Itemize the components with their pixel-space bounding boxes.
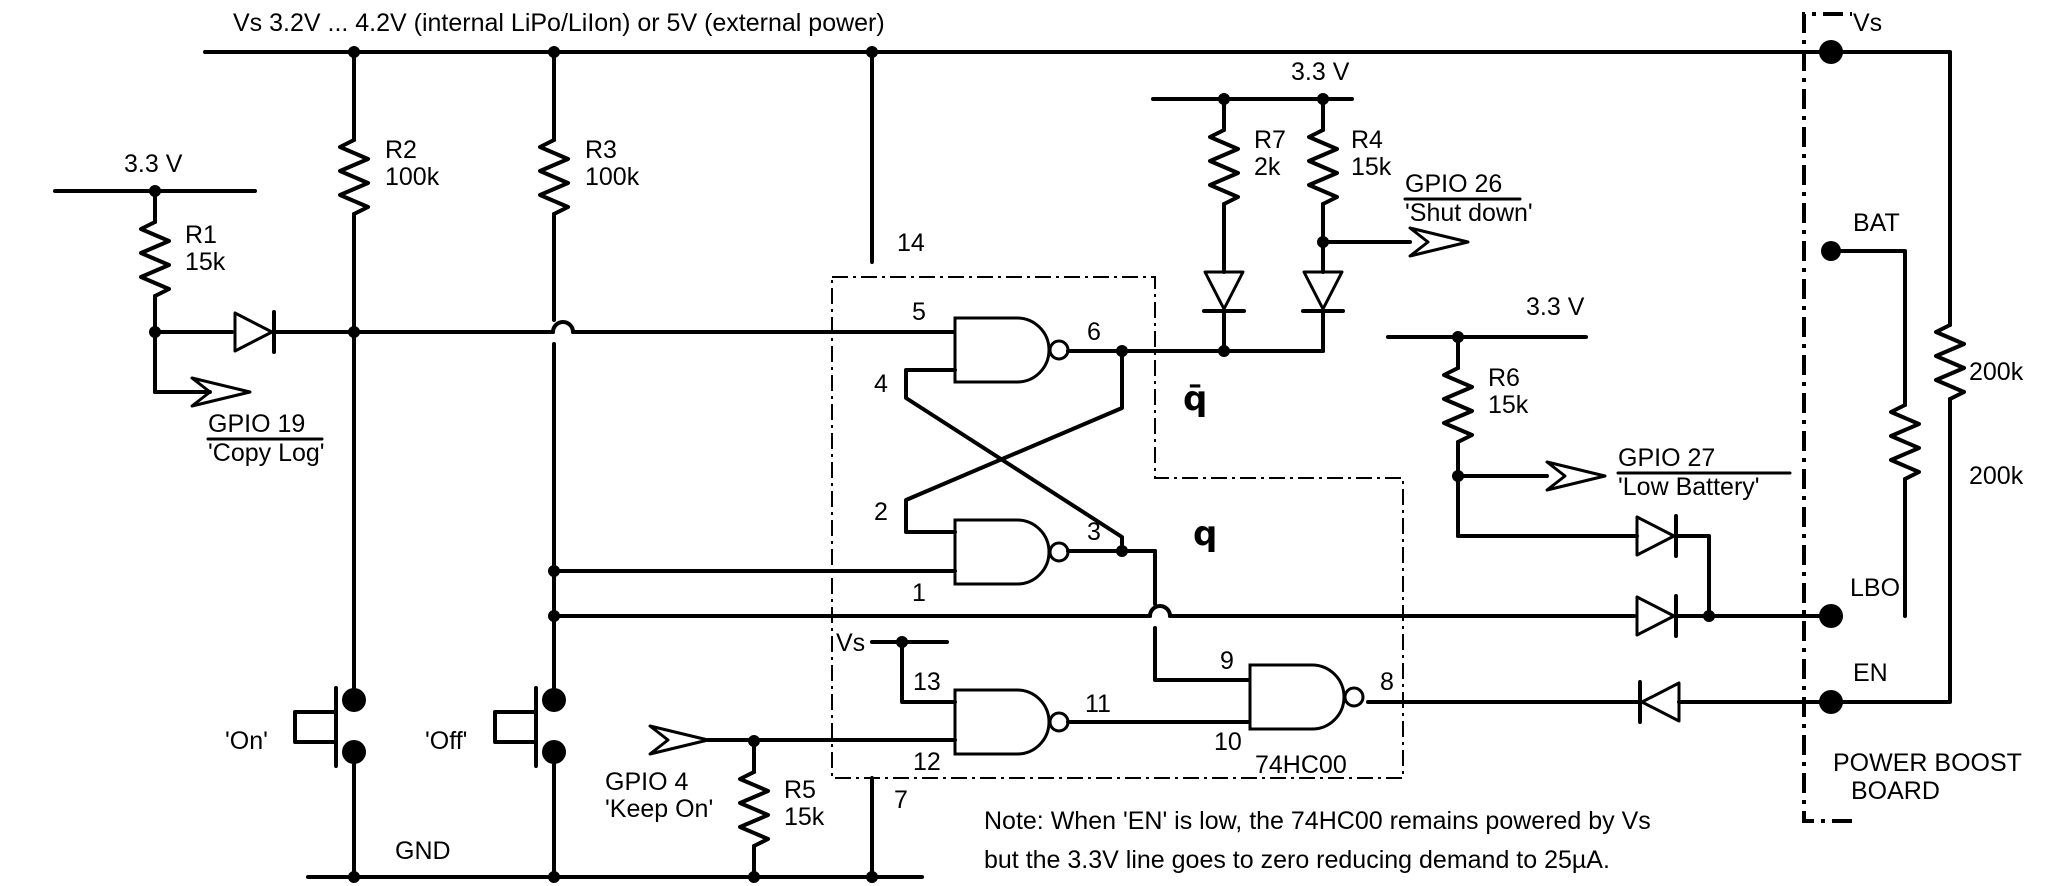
gpio26-desc: 'Shut down': [1405, 199, 1533, 227]
r7-name: R7: [1254, 126, 1286, 154]
diode-en: [1638, 680, 1681, 724]
pin-13: 13: [913, 668, 941, 696]
pin-4: 4: [874, 370, 888, 398]
resistor-r6: [1442, 366, 1474, 444]
vs-chip-label: Vs: [836, 629, 865, 657]
r4-value: 15k: [1351, 153, 1392, 181]
diode-d6: [1635, 514, 1678, 558]
r6-value: 15k: [1488, 391, 1529, 419]
board-pin-vs: [1819, 40, 1843, 64]
gpio27-desc: 'Low Battery': [1618, 473, 1760, 501]
pin-11: 11: [1085, 690, 1111, 718]
gpio27-arrow: [1545, 460, 1607, 492]
gpio4-name: GPIO 4: [605, 768, 688, 796]
board-bat-label: BAT: [1853, 209, 1900, 237]
r7-value: 2k: [1254, 153, 1281, 181]
gpio4-arrow: [648, 724, 710, 756]
r2-value: 100k: [385, 163, 440, 191]
chip-label: 74HC00: [1255, 751, 1347, 779]
resistor-r7: [1208, 128, 1240, 206]
r1-value: 15k: [185, 248, 226, 276]
nand-gate-b: [953, 518, 1070, 586]
rb2-value: 200k: [1969, 462, 2024, 490]
r3-value: 100k: [585, 163, 640, 191]
nand-gate-a: [953, 316, 1070, 384]
pin-7: 7: [894, 786, 908, 814]
board-title-line2: BOARD: [1851, 777, 1940, 805]
chip-outline: [831, 276, 1404, 779]
note-line-1: Note: When 'EN' is low, the 74HC00 remai…: [984, 807, 1651, 835]
resistor-r2: [338, 138, 370, 216]
pin-5: 5: [912, 298, 926, 326]
resistor-r5: [738, 770, 770, 848]
pin-10: 10: [1214, 728, 1242, 756]
v33-label-r6: 3.3 V: [1526, 293, 1585, 321]
resistor-r3: [538, 138, 570, 216]
r6-name: R6: [1488, 364, 1520, 392]
rb1-value: 200k: [1969, 358, 2024, 386]
off-button[interactable]: [493, 686, 566, 768]
board-lbo-label: LBO: [1850, 574, 1900, 602]
gpio27-name: GPIO 27: [1618, 444, 1715, 472]
nand-gate-c: [953, 688, 1070, 756]
board-pin-lbo: [1819, 604, 1843, 628]
gpio19-arrow: [190, 376, 252, 408]
diode-lbo: [1635, 594, 1678, 638]
pin-8: 8: [1380, 668, 1394, 696]
diode-d1: [233, 310, 276, 354]
v33-label-r7: 3.3 V: [1291, 58, 1350, 86]
on-button[interactable]: [293, 686, 366, 768]
pin-2: 2: [874, 498, 888, 526]
diode-d4: [1301, 270, 1345, 313]
resistor-bat-lbo: [1889, 403, 1921, 481]
diode-d7: [1202, 270, 1246, 313]
resistor-r4: [1307, 128, 1339, 206]
resistor-r1: [139, 220, 171, 298]
resistor-vs-en: [1934, 323, 1966, 401]
r4-name: R4: [1351, 126, 1383, 154]
board-title-line1: POWER BOOST: [1833, 749, 2022, 777]
note-line-2: but the 3.3V line goes to zero reducing …: [984, 846, 1610, 874]
q-bar-label: q̄: [1183, 379, 1207, 419]
pin-3: 3: [1087, 518, 1101, 546]
pin-9: 9: [1220, 647, 1234, 675]
gpio26-arrow: [1408, 226, 1470, 258]
power-boost-board-outline: [1802, 12, 1852, 823]
r5-name: R5: [784, 776, 816, 804]
board-pin-en: [1819, 690, 1843, 714]
board-en-label: EN: [1853, 659, 1888, 687]
gnd-label: GND: [395, 837, 451, 865]
r3-name: R3: [585, 136, 617, 164]
supply-label: Vs 3.2V ... 4.2V (internal LiPo/LiIon) o…: [233, 9, 885, 37]
nand-gate-d: [1248, 663, 1365, 731]
off-button-label: 'Off': [425, 727, 467, 755]
pin-14: 14: [897, 229, 925, 257]
pin-1: 1: [912, 579, 926, 607]
r1-name: R1: [185, 221, 217, 249]
r2-name: R2: [385, 136, 417, 164]
gpio26-name: GPIO 26: [1405, 170, 1502, 198]
gpio4-desc: 'Keep On': [605, 795, 713, 823]
pin-12: 12: [913, 748, 941, 776]
gpio19-name: GPIO 19: [208, 410, 305, 438]
on-button-label: 'On': [225, 727, 268, 755]
r5-value: 15k: [784, 803, 825, 831]
gpio19-desc: 'Copy Log': [208, 439, 325, 467]
q-label: q: [1193, 514, 1217, 554]
pin-6: 6: [1087, 318, 1101, 346]
board-vs-label: Vs: [1853, 9, 1882, 37]
v33-label-r1: 3.3 V: [124, 150, 183, 178]
